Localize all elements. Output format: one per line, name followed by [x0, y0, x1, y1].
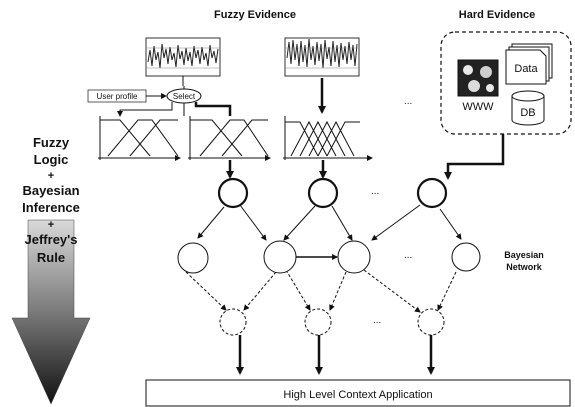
db-cylinder-icon — [511, 90, 545, 126]
method-logic: Logic — [34, 152, 69, 167]
network-nodes — [177, 177, 481, 336]
ellipsis-layer2: ... — [404, 250, 412, 261]
fuzzy-evidence-heading: Fuzzy Evidence — [214, 9, 296, 21]
node-l2-2 — [263, 240, 297, 274]
node-l1-2 — [307, 177, 339, 209]
user-profile-select: User profile Select — [87, 76, 232, 117]
membership-panel-1 — [98, 116, 181, 161]
network-label-line1: Bayesian — [504, 250, 544, 260]
method-rule: Rule — [37, 250, 65, 265]
method-jeffreys: Jeffrey's — [25, 232, 78, 247]
db-label: DB — [520, 107, 535, 119]
ellipsis-layer3: ... — [373, 315, 381, 326]
application-label: High Level Context Application — [283, 389, 432, 401]
method-plus-2: + — [48, 219, 54, 231]
node-l2-1 — [177, 242, 209, 274]
method-fuzzy: Fuzzy — [33, 135, 70, 150]
hard-evidence-heading: Hard Evidence — [459, 9, 535, 21]
ellipsis-fuzzy: ... — [404, 96, 412, 107]
user-profile-label: User profile — [97, 92, 138, 101]
membership-panel-3 — [283, 116, 373, 161]
select-label: Select — [173, 92, 196, 101]
network-label-line2: Network — [506, 262, 543, 272]
hard-evidence-arrow — [444, 134, 505, 180]
node-l1-1 — [217, 177, 249, 209]
ellipsis-layer1: ... — [371, 186, 379, 197]
www-icon — [457, 59, 499, 97]
node-l2-3 — [337, 240, 371, 274]
network-edges — [185, 204, 462, 313]
node-l3-2 — [304, 308, 332, 336]
data-document-icon — [505, 43, 553, 85]
hard-evidence-panel: WWW Data DB — [440, 31, 572, 135]
node-l1-3 — [416, 177, 448, 209]
data-label: Data — [514, 63, 538, 75]
method-text: Fuzzy Logic + Bayesian Inference + Jeffr… — [22, 135, 80, 265]
method-plus-1: + — [48, 170, 54, 182]
application-box — [145, 379, 571, 407]
signal-plot-1 — [145, 37, 221, 77]
membership-panel-2 — [188, 116, 271, 161]
method-flow-arrow — [11, 219, 91, 405]
node-l3-3 — [417, 308, 445, 336]
www-label: WWW — [462, 101, 494, 113]
method-inference: Inference — [22, 200, 80, 215]
method-bayesian: Bayesian — [22, 183, 79, 198]
node-l3-1 — [219, 308, 247, 336]
signal-plot-2 — [284, 37, 360, 77]
node-l2-4 — [451, 242, 481, 272]
